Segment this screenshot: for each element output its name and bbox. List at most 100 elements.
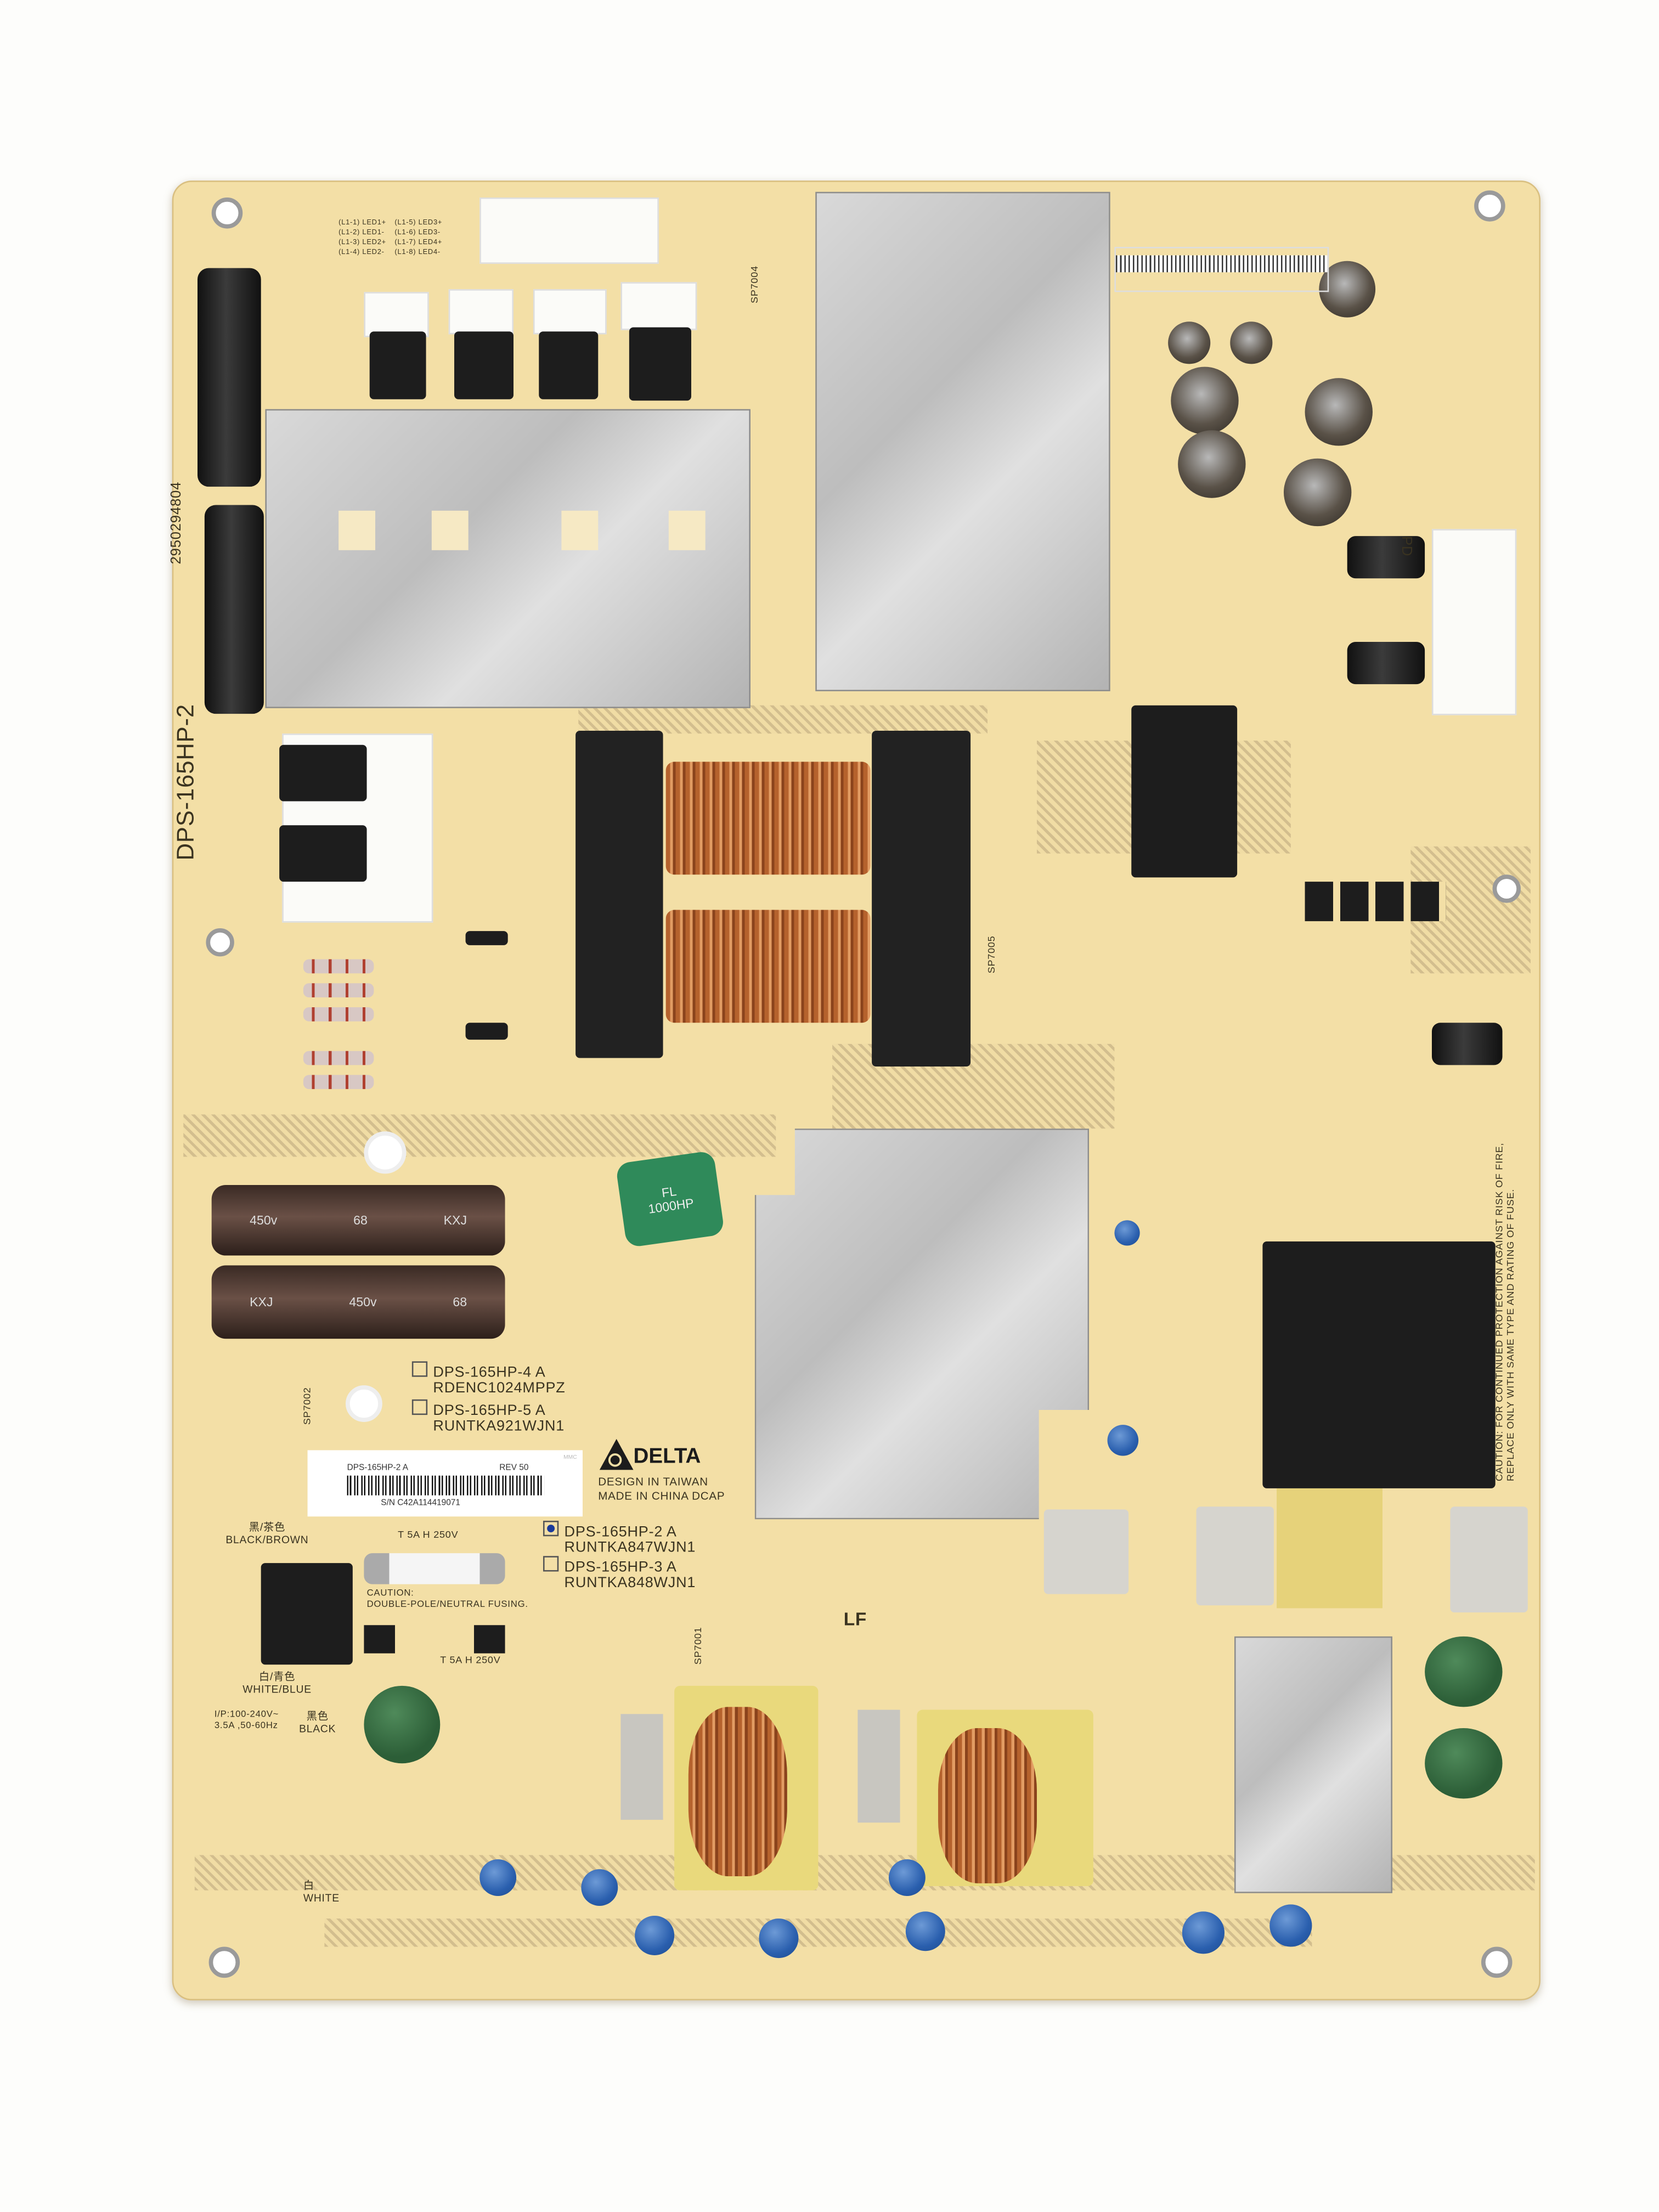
wire-label-cn: 白/青色 xyxy=(258,1670,296,1683)
fuse-caution: CAUTION: DOUBLE-POLE/NEUTRAL FUSING. xyxy=(367,1588,528,1611)
capacitor xyxy=(1347,536,1425,579)
diode xyxy=(465,1023,508,1040)
wire-label-cn: 白 xyxy=(303,1879,314,1892)
input-current: 3.5A ,50-60Hz xyxy=(214,1721,278,1731)
transistor xyxy=(279,825,367,882)
resistor xyxy=(303,1075,374,1090)
pfc-transformer xyxy=(1262,1241,1496,1488)
variant-model: DPS-165HP-4 A xyxy=(433,1364,546,1381)
heatsink-left xyxy=(265,409,751,708)
y-capacitor xyxy=(635,1915,675,1955)
wire-label-en: WHITE xyxy=(303,1892,340,1905)
heatsink-top xyxy=(815,191,1110,691)
pin-label: (L1-6) LED3- xyxy=(394,228,441,237)
capacitor xyxy=(1178,430,1246,498)
fire-caution: CAUTION: FOR CONTINUED PROTECTION AGAINS… xyxy=(1496,1143,1518,1481)
x-capacitor xyxy=(620,1714,663,1820)
wire-label-l: 黑/茶色 BLACK/BROWN xyxy=(225,1521,308,1546)
transistor xyxy=(279,744,367,802)
pin-label: (L1-5) LED3+ xyxy=(394,218,443,227)
cap-marking: 450v xyxy=(250,1213,278,1228)
y-capacitor xyxy=(759,1918,799,1959)
y-capacitor xyxy=(479,1859,517,1896)
ref-sp7005: SP7005 xyxy=(987,935,997,974)
inductor xyxy=(629,327,691,401)
eyelet xyxy=(431,510,469,550)
cap-marking: 68 xyxy=(353,1213,368,1228)
inductor xyxy=(369,331,426,399)
mosfet xyxy=(448,289,514,335)
variant-model: DPS-165HP-5 A xyxy=(433,1402,546,1419)
pin-label: (L1-3) LED2+ xyxy=(338,238,386,247)
brand-origin: DESIGN IN TAIWAN MADE IN CHINA DCAP xyxy=(598,1476,725,1504)
cap-marking: KXJ xyxy=(443,1213,467,1228)
label-corner: MMC xyxy=(563,1453,577,1460)
relay-box xyxy=(1196,1506,1274,1606)
standoff xyxy=(345,1385,382,1422)
brand-name: DELTA xyxy=(633,1444,701,1469)
fuse-rating: T 5A H 250V xyxy=(398,1530,459,1541)
varistor xyxy=(364,1685,441,1764)
ref-sp7004: SP7004 xyxy=(750,266,760,303)
mounting-hole xyxy=(1481,1946,1513,1978)
design-origin: DESIGN IN TAIWAN xyxy=(598,1475,708,1488)
ref-sp7002: SP7002 xyxy=(303,1387,313,1425)
capacitor xyxy=(1305,378,1373,446)
resistor xyxy=(303,983,374,997)
variant-code: RUNTKA921WJN1 xyxy=(433,1418,565,1435)
transformer-winding xyxy=(665,910,871,1023)
input-voltage: I/P:100-240V~ xyxy=(214,1709,279,1720)
main-transformer-bobbin xyxy=(575,730,663,1058)
variant-checkbox xyxy=(411,1399,428,1415)
film-cap-marking: FL xyxy=(661,1184,678,1200)
film-cap-marking: 1000HP xyxy=(647,1195,695,1216)
ref-pd: PD xyxy=(1398,536,1414,557)
wire-label-cn: 黑色 xyxy=(306,1709,329,1723)
capacitor xyxy=(1347,641,1425,685)
delta-logo: DELTA xyxy=(599,1438,701,1470)
fire-caution-line: CAUTION: FOR CONTINUED PROTECTION AGAINS… xyxy=(1495,1142,1505,1481)
main-transformer-bobbin xyxy=(872,730,971,1066)
label-serial: S/N C42A114419071 xyxy=(381,1499,460,1508)
variant-code: RDENC1024MPPZ xyxy=(433,1379,566,1397)
fuse-rating-2: T 5A H 250V xyxy=(440,1656,501,1666)
relay-box xyxy=(1450,1506,1528,1613)
wire-label-en: BLACK xyxy=(299,1722,336,1735)
variant-model: DPS-165HP-2 A xyxy=(564,1523,677,1541)
capacitor xyxy=(1171,366,1239,435)
variant-checkbox xyxy=(411,1361,428,1377)
inductor xyxy=(454,331,514,399)
pin-label: (L1-7) LED4+ xyxy=(394,238,443,247)
varistor xyxy=(1425,1728,1503,1799)
delta-triangle-icon xyxy=(599,1438,634,1470)
led-pinout: (L1-1) LED1+ (L1-5) LED3+ (L1-2) LED1- (… xyxy=(338,219,442,257)
trace-area xyxy=(183,1114,776,1157)
relay-box xyxy=(1043,1509,1129,1594)
model-silkscreen: DPS-165HP-2 xyxy=(172,704,199,861)
power-connector-right xyxy=(1431,529,1517,715)
y-capacitor xyxy=(581,1869,618,1906)
ref-sp7001: SP7001 xyxy=(694,1627,704,1665)
emi-filter-shield xyxy=(1234,1636,1392,1893)
resistor xyxy=(303,1007,374,1022)
trace-area xyxy=(578,705,988,734)
mounting-hole xyxy=(1474,190,1505,222)
wire-label-cn: 黑/茶色 xyxy=(249,1520,286,1534)
diode xyxy=(465,931,508,945)
pin-label: (L1-4) LED2- xyxy=(338,248,385,257)
cap-marking: 68 xyxy=(453,1295,467,1310)
choke-winding xyxy=(938,1728,1037,1883)
pfc-inductor xyxy=(1277,1488,1383,1609)
mounting-hole xyxy=(211,197,243,229)
made-origin: MADE IN CHINA DCAP xyxy=(598,1489,725,1503)
standoff xyxy=(364,1131,407,1174)
pin-label: (L1-1) LED1+ xyxy=(338,218,386,227)
trace-area xyxy=(324,1918,1312,1947)
mounting-hole xyxy=(206,928,234,957)
optocouplers xyxy=(1305,882,1446,922)
